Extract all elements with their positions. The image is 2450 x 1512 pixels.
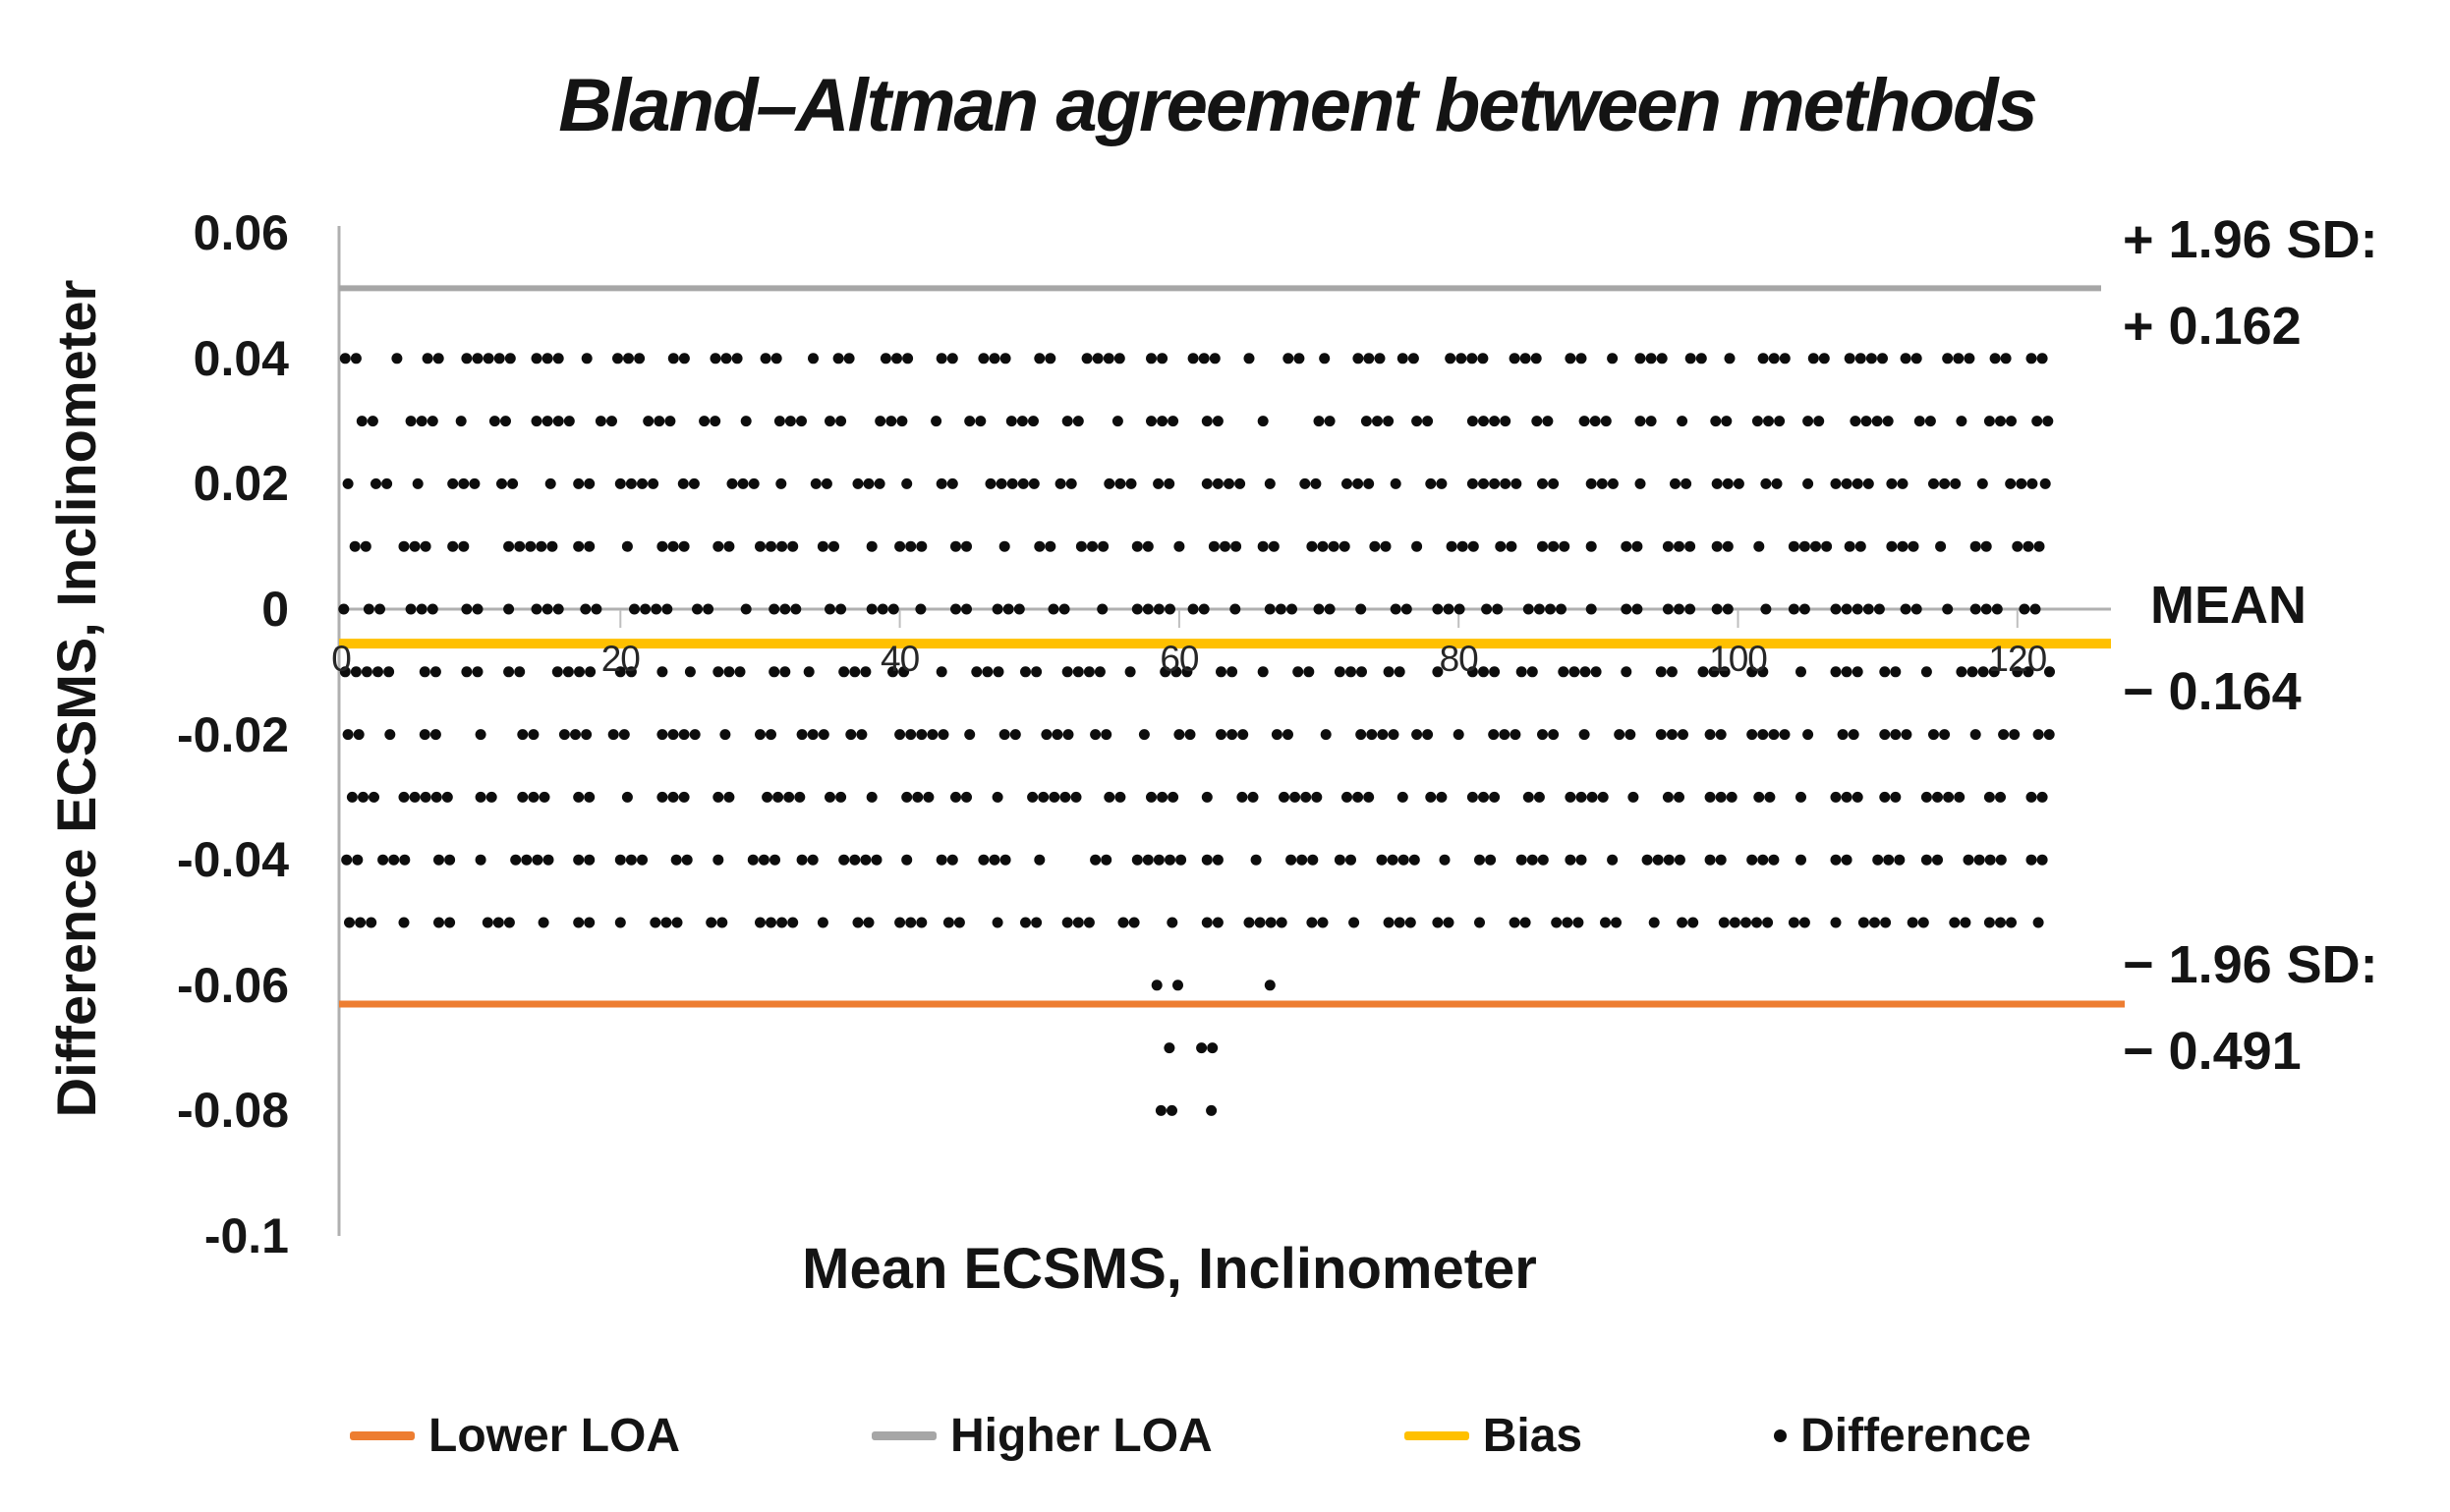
legend-item-lower-loa: Lower LOA (350, 1409, 680, 1463)
bias-line-swatch (1403, 1431, 1469, 1440)
upper-loa-label: + 1.96 SD: (2123, 210, 2378, 269)
legend-label: Bias (1482, 1410, 1583, 1462)
legend-item-bias: Bias (1403, 1409, 1583, 1463)
y-tick-label: -0.06 (177, 957, 289, 1013)
y-tick-label: 0 (261, 582, 289, 637)
x-tick-label: 100 (1709, 639, 1768, 679)
mean-annotation: MEAN − 0.164 (2123, 562, 2307, 735)
higher-loa-line-swatch (872, 1431, 938, 1440)
x-tick-label: 80 (1439, 639, 1479, 679)
legend: Lower LOA Higher LOA Bias Difference (350, 1409, 2031, 1463)
lower-loa-label: − 1.96 SD: (2123, 935, 2378, 994)
legend-item-difference: Difference (1774, 1409, 2031, 1463)
lower-loa-value: − 0.491 (2123, 1022, 2302, 1081)
difference-dot-swatch (1774, 1429, 1788, 1442)
mean-value: − 0.164 (2123, 662, 2302, 721)
upper-loa-value: + 0.162 (2123, 297, 2302, 356)
y-tick-label: -0.02 (177, 706, 289, 762)
x-tick-label: 60 (1160, 639, 1199, 679)
x-tick-label: 120 (1988, 639, 2047, 679)
scatter-points (338, 353, 2055, 1116)
mean-label: MEAN (2150, 576, 2307, 635)
legend-item-higher-loa: Higher LOA (872, 1409, 1213, 1463)
x-tick-label: 20 (600, 639, 641, 679)
y-axis-tick-labels: 0.06 0.04 0.02 0 -0.02 -0.04 -0.06 -0.08 -0.1 (59, 0, 289, 1512)
y-tick-label: -0.1 (203, 1208, 289, 1263)
y-tick-label: 0.06 (193, 205, 289, 261)
legend-label: Difference (1800, 1410, 2031, 1462)
x-tick-label: 0 (331, 639, 352, 679)
upper-loa-annotation: + 1.96 SD: + 0.162 (2123, 196, 2378, 369)
chart-title: Bland–Altman agreement between methods (558, 64, 2037, 147)
y-tick-label: -0.08 (177, 1083, 289, 1139)
lower-loa-annotation: − 1.96 SD: − 0.491 (2123, 922, 2378, 1094)
legend-label: Higher LOA (950, 1410, 1213, 1462)
y-tick-label: 0.02 (193, 456, 289, 512)
x-axis-title: Mean ECSMS, Inclinometer (802, 1237, 1537, 1301)
legend-label: Lower LOA (428, 1410, 681, 1462)
lower-loa-line-swatch (350, 1431, 415, 1440)
x-tick-label: 40 (881, 639, 920, 679)
y-tick-label: 0.04 (193, 330, 289, 386)
y-tick-label: -0.04 (177, 832, 289, 888)
